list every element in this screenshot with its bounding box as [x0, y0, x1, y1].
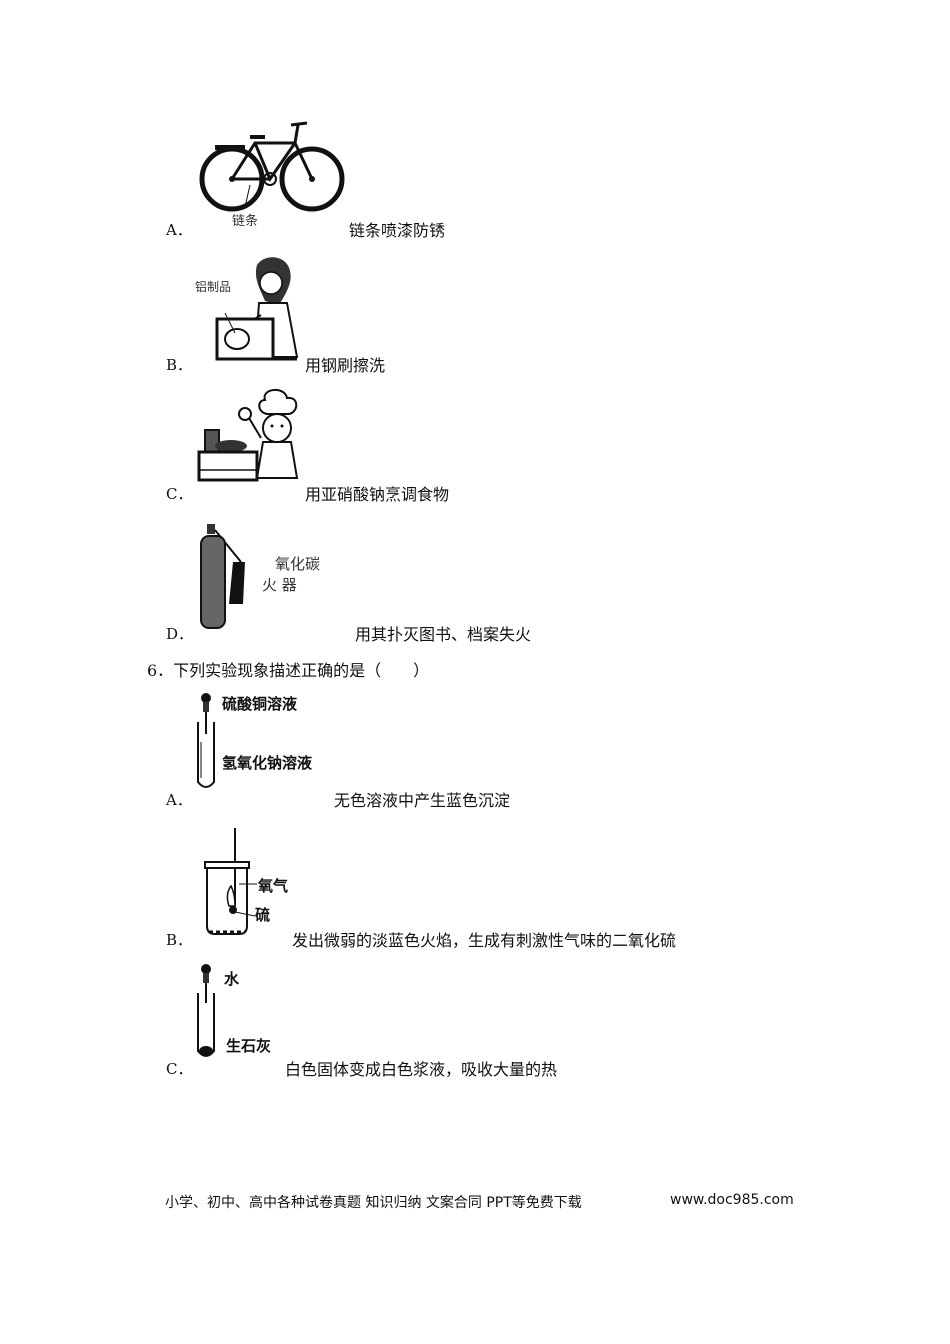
option-text-5a: 链条喷漆防锈 [349, 221, 446, 240]
option-letter-5a: A． [166, 221, 192, 239]
aluminum-product-label: 铝制品 [195, 280, 232, 294]
option-text-6c: 白色固体变成白色浆液，吸收大量的热 [285, 1060, 558, 1079]
option-text-5d: 用其扑灭图书、档案失火 [355, 625, 532, 644]
option-letter-6c: C． [166, 1060, 193, 1078]
water-label: 水 [224, 970, 240, 988]
bicycle-image [199, 121, 345, 212]
option-letter-6a: A． [166, 791, 192, 809]
dropper-test-tube-image-a [197, 693, 215, 788]
footer-text: 小学、初中、高中各种试卷真题 知识归纳 文案合同 PPT等免费下载 [165, 1195, 582, 1211]
option-text-5b: 用钢刷擦洗 [305, 356, 386, 375]
dropper-test-tube-image-c [197, 964, 215, 1057]
bicycle-chain-label: 链条 [232, 214, 259, 229]
extinguisher-label-line2: 火 器 [262, 576, 297, 594]
option-letter-5c: C． [166, 485, 193, 503]
question-6-stem: 6．下列实验现象描述正确的是（ ） [147, 661, 430, 680]
gas-jar-sulfur-image [204, 828, 257, 935]
option-text-6a: 无色溶液中产生蓝色沉淀 [334, 791, 511, 810]
co2-extinguisher-image [200, 524, 245, 629]
option-text-5c: 用亚硝酸钠烹调食物 [305, 485, 450, 504]
extinguisher-label-line1: 氧化碳 [275, 555, 321, 573]
copper-sulfate-label: 硫酸铜溶液 [222, 695, 298, 713]
option-letter-6b: B． [166, 931, 193, 949]
option-letter-5b: B． [166, 356, 193, 374]
option-text-6b: 发出微弱的淡蓝色火焰，生成有刺激性气味的二氧化硫 [292, 931, 677, 950]
footer-url-link[interactable]: www.doc985.com [670, 1192, 794, 1208]
girl-brushing-image [215, 257, 299, 361]
sodium-hydroxide-label: 氢氧化钠溶液 [222, 754, 313, 772]
quicklime-label: 生石灰 [226, 1037, 272, 1055]
sulfur-label: 硫 [255, 906, 271, 924]
oxygen-label: 氧气 [258, 877, 289, 895]
option-letter-5d: D． [166, 625, 194, 643]
chef-cooking-image [197, 389, 299, 482]
